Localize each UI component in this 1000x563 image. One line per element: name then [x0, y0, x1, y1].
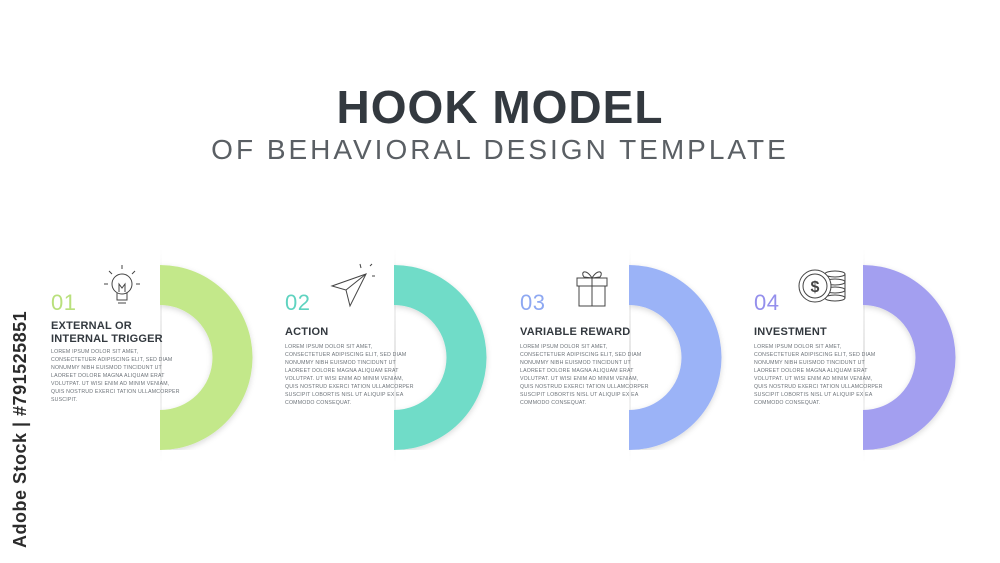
divider [629, 248, 631, 463]
step-1-heading: EXTERNAL OR INTERNAL TRIGGER [51, 320, 163, 345]
page-title: HOOK MODEL [336, 81, 664, 133]
divider [394, 248, 396, 463]
step-2: 02 ACTION LOREM IPSUM DOLOR SIT AMET, CO… [282, 248, 517, 470]
step-1-body: LOREM IPSUM DOLOR SIT AMET, CONSECTETUER… [51, 349, 180, 403]
step-2-heading: ACTION [285, 326, 329, 338]
step-2-body: LOREM IPSUM DOLOR SIT AMET, CONSECTETUER… [285, 344, 414, 406]
step-1-number: 01 [51, 290, 77, 315]
gift-icon [576, 271, 608, 307]
step-1-arc [160, 265, 253, 450]
step-4-number: 04 [754, 290, 780, 315]
step-3: 03 VARIABLE REWARD LOREM IPSUM DOLOR SIT… [517, 248, 752, 470]
step-2-arc [394, 265, 487, 450]
step-3-body: LOREM IPSUM DOLOR SIT AMET, CONSECTETUER… [520, 344, 649, 406]
step-3-arc [629, 265, 722, 450]
paper-plane-icon [330, 263, 375, 308]
step-1: 01 EXTERNAL OR INTERNAL TRIGGER LOREM IP… [48, 248, 283, 470]
step-2-number: 02 [285, 290, 311, 315]
coins-icon: $ [798, 269, 846, 303]
divider [863, 248, 865, 463]
page-subtitle: OF BEHAVIORAL DESIGN TEMPLATE [211, 134, 789, 165]
step-4: $ 04 INVESTMENT LOREM IPSUM DOLOR SIT AM… [751, 248, 986, 470]
step-4-arc [863, 265, 956, 450]
step-4-heading: INVESTMENT [754, 326, 827, 338]
step-3-number: 03 [520, 290, 546, 315]
lightbulb-icon [104, 265, 140, 304]
step-4-body: LOREM IPSUM DOLOR SIT AMET, CONSECTETUER… [754, 344, 883, 406]
svg-text:$: $ [811, 279, 820, 296]
step-3-heading: VARIABLE REWARD [520, 326, 631, 338]
stock-watermark: Adobe Stock | #791525851 [10, 310, 30, 548]
divider [160, 248, 162, 463]
